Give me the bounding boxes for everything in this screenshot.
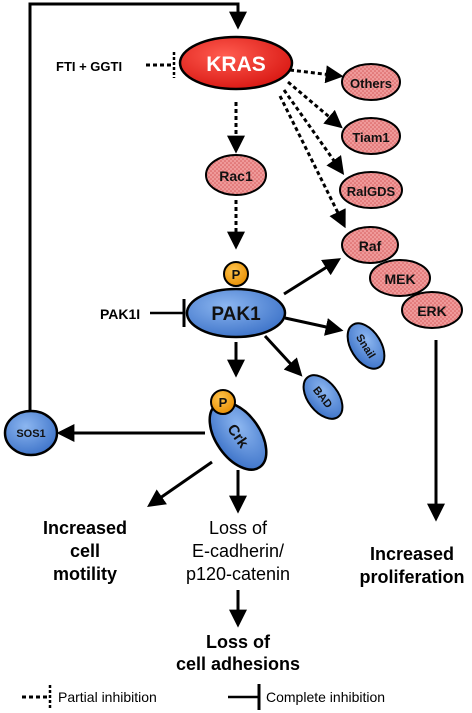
node-tiam1: Tiam1: [341, 117, 401, 155]
node-bad: BAD: [302, 374, 344, 420]
motility-line-1: Increased: [43, 518, 127, 538]
connectors: [28, 2, 445, 628]
node-raf: Raf: [341, 226, 399, 264]
sos1-label: SOS1: [16, 428, 45, 440]
kras-to-ralgds-arrow: [282, 89, 345, 175]
node-rac1: Rac1: [205, 154, 267, 196]
proliferation-line-2: proliferation: [359, 567, 464, 587]
pak1-phospho-label: P: [232, 267, 241, 282]
proliferation-line-1: Increased: [370, 544, 454, 564]
node-crk: Crk: [208, 401, 268, 471]
adhesion-line-1: Loss of: [206, 632, 271, 652]
outcome-ecadherin: Loss of E-cadherin/ p120-catenin: [186, 518, 290, 584]
adhesion-line-2: cell adhesions: [176, 654, 300, 674]
node-pak1: PAK1: [185, 287, 287, 339]
node-kras: KRAS: [178, 35, 294, 91]
outcome-motility: Increased cell motility: [43, 518, 127, 584]
node-sos1: SOS1: [3, 409, 59, 457]
node-mek: MEK: [369, 259, 431, 297]
pak1-to-raf-arrow: [283, 258, 342, 296]
ecad-line-2: E-cadherin/: [192, 541, 284, 561]
pak1-to-bad-arrow: [263, 334, 303, 377]
crk-phospho-label: P: [219, 395, 228, 410]
legend-partial-label: Partial inhibition: [58, 689, 157, 705]
outcome-adhesion: Loss of cell adhesions: [176, 632, 300, 674]
node-ralgds: RalGDS: [339, 171, 403, 209]
crk-to-motility-arrow: [147, 460, 213, 508]
pak1-phospho: P: [223, 261, 249, 287]
kras-to-others-arrow: [289, 65, 344, 84]
mek-label: MEK: [384, 271, 415, 287]
ecad-line-3: p120-catenin: [186, 564, 290, 584]
ralgds-label: RalGDS: [347, 184, 396, 199]
kras-label: KRAS: [206, 53, 266, 76]
rac1-label: Rac1: [219, 168, 253, 184]
node-erk: ERK: [401, 291, 463, 329]
crk-phospho: P: [210, 389, 236, 415]
pak1-to-snail-arrow: [284, 316, 344, 336]
feedback-loop-arrow: [28, 2, 247, 425]
tiam1-label: Tiam1: [352, 130, 389, 145]
legend: Partial inhibition Complete inhibition: [22, 684, 385, 710]
node-others: Others: [341, 63, 401, 101]
erk-label: ERK: [417, 303, 447, 319]
ecad-line-1: Loss of: [209, 518, 268, 538]
kras-to-tiam1-arrow: [287, 80, 343, 129]
raf-label: Raf: [359, 238, 382, 254]
legend-complete-label: Complete inhibition: [266, 689, 385, 705]
motility-line-2: cell: [70, 541, 100, 561]
pak1i-label: PAK1I: [100, 306, 140, 322]
motility-line-3: motility: [53, 564, 117, 584]
outcome-proliferation: Increased proliferation: [359, 544, 464, 587]
pak1-label: PAK1: [211, 304, 261, 325]
kras-to-raf-arrow: [278, 95, 346, 229]
others-label: Others: [350, 76, 392, 91]
fti-ggti-label: FTI + GGTI: [56, 59, 122, 74]
node-snail: Snail: [346, 322, 386, 370]
